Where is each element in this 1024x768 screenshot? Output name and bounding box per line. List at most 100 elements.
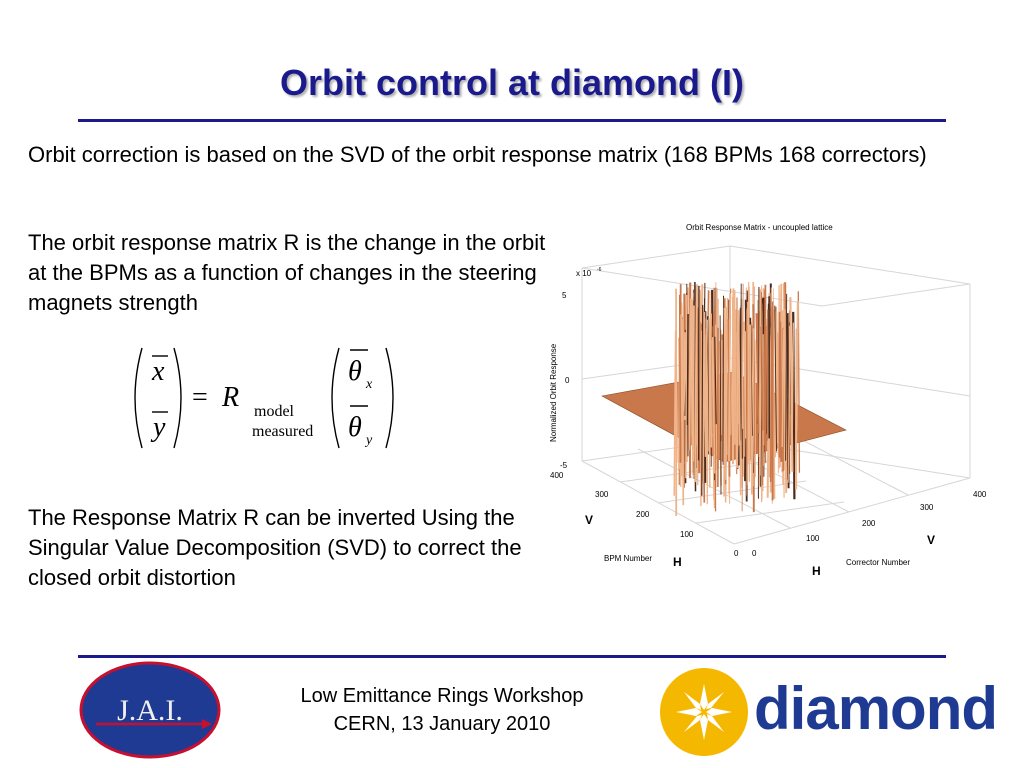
response-spike — [774, 305, 777, 451]
corrector-tick-100: 100 — [806, 534, 820, 543]
response-spike — [728, 293, 731, 462]
response-spike — [766, 309, 769, 441]
response-spike — [755, 313, 760, 434]
response-spike — [785, 293, 788, 461]
bpm-axis-label: BPM Number — [604, 554, 652, 563]
footer-venue-date: CERN, 13 January 2010 — [333, 713, 551, 735]
response-spike — [764, 297, 767, 454]
equals-sign: = — [192, 382, 208, 413]
theta-y: θ — [348, 412, 362, 443]
response-matrix-equation: x y R θ x θ y = model measured — [134, 347, 394, 449]
jai-logo: J.A.I. — [79, 661, 221, 759]
response-spike — [711, 337, 716, 474]
z-tick-5: 5 — [562, 291, 567, 300]
R-subscript-measured: measured — [252, 423, 313, 440]
response-spike — [686, 313, 689, 426]
bpm-tick-300: 300 — [595, 490, 609, 499]
response-spikes — [673, 281, 801, 517]
left-paren-1 — [134, 347, 143, 449]
paragraph-response-matrix: The orbit response matrix R is the chang… — [28, 230, 546, 315]
response-spike — [772, 288, 775, 493]
response-spike — [738, 309, 742, 496]
response-spike — [740, 298, 744, 429]
response-spike — [705, 328, 709, 472]
response-spike — [719, 315, 722, 495]
matrix-R: R — [221, 382, 239, 413]
diamond-logo-text: diamond — [754, 675, 998, 742]
response-spike — [692, 292, 695, 459]
corrector-tick-300: 300 — [920, 503, 934, 512]
bpm-tick-200: 200 — [636, 510, 650, 519]
right-paren-2 — [385, 347, 394, 449]
bpm-tick-0: 0 — [734, 549, 739, 558]
vector-y: y — [150, 412, 166, 443]
paragraph-svd-inversion: The Response Matrix R can be inverted Us… — [28, 505, 522, 590]
bpm-tick-100: 100 — [680, 530, 694, 539]
response-spike — [685, 294, 688, 479]
response-spike — [730, 323, 734, 436]
response-spike — [708, 318, 711, 488]
response-spike — [690, 319, 693, 446]
response-spike — [789, 297, 794, 472]
response-spike — [787, 339, 790, 483]
orbit-response-surface-plot: Orbit Response Matrix - uncoupled lattic… — [549, 223, 987, 578]
vector-x: x — [151, 356, 165, 387]
theta-y-subscript: y — [364, 433, 373, 448]
left-paren-2 — [331, 347, 340, 449]
z-tick-minus5: -5 — [560, 461, 568, 470]
corrector-tick-400: 400 — [973, 490, 987, 499]
response-spike — [795, 300, 799, 431]
response-spike — [750, 328, 755, 495]
response-spike — [715, 288, 718, 488]
z-axis-label: Normalized Orbit Response — [549, 343, 558, 442]
corrector-tick-0: 0 — [752, 549, 757, 558]
theta-x-subscript: x — [365, 377, 373, 392]
response-spike — [760, 292, 764, 431]
response-spike — [723, 307, 728, 455]
jai-logo-text: J.A.I. — [117, 694, 183, 727]
bpm-region-v: V — [585, 513, 593, 527]
paragraph-svd-intro: Orbit correction is based on the SVD of … — [28, 142, 927, 167]
footer-event-info: Low Emittance Rings Workshop CERN, 13 Ja… — [262, 682, 622, 738]
response-spike — [752, 304, 756, 426]
top-divider — [78, 119, 946, 122]
plot-title: Orbit Response Matrix - uncoupled lattic… — [686, 223, 833, 232]
response-spike — [694, 301, 698, 483]
theta-x: θ — [348, 356, 362, 387]
response-spike — [760, 326, 764, 486]
response-spike — [703, 317, 707, 457]
response-spike — [783, 309, 788, 494]
corrector-axis-label: Corrector Number — [846, 558, 910, 567]
response-spike — [743, 321, 747, 439]
response-spike — [700, 330, 703, 507]
z-scale-exponent: -6 — [597, 267, 602, 273]
response-spike — [747, 301, 751, 482]
response-spike — [781, 329, 785, 448]
bpm-region-h: H — [673, 555, 682, 569]
response-spike — [691, 300, 694, 476]
response-spike — [681, 319, 685, 506]
corrector-region-v: V — [927, 533, 935, 547]
corrector-region-h: H — [812, 564, 821, 578]
jai-logo-arrowhead — [202, 719, 212, 729]
diamond-logo: diamond — [656, 664, 998, 760]
right-paren-1 — [173, 347, 182, 449]
footer-workshop-name: Low Emittance Rings Workshop — [300, 685, 584, 707]
z-scale-label: x 10 — [576, 269, 592, 278]
response-spike — [678, 294, 682, 463]
jai-logo-ellipse — [79, 661, 221, 759]
response-spike — [749, 324, 753, 463]
response-spike — [713, 329, 717, 471]
bpm-tick-400: 400 — [550, 471, 564, 480]
z-tick-0: 0 — [565, 376, 570, 385]
bottom-divider — [78, 655, 946, 658]
response-spike — [701, 304, 704, 496]
response-spike — [776, 312, 779, 455]
response-spike — [735, 311, 740, 469]
response-spike — [714, 336, 717, 425]
response-spike — [680, 314, 683, 423]
diamond-sun-icon — [660, 668, 748, 756]
slide-title: Orbit control at diamond (I) — [280, 62, 744, 103]
R-superscript-model: model — [254, 403, 295, 420]
response-spike — [740, 283, 742, 441]
